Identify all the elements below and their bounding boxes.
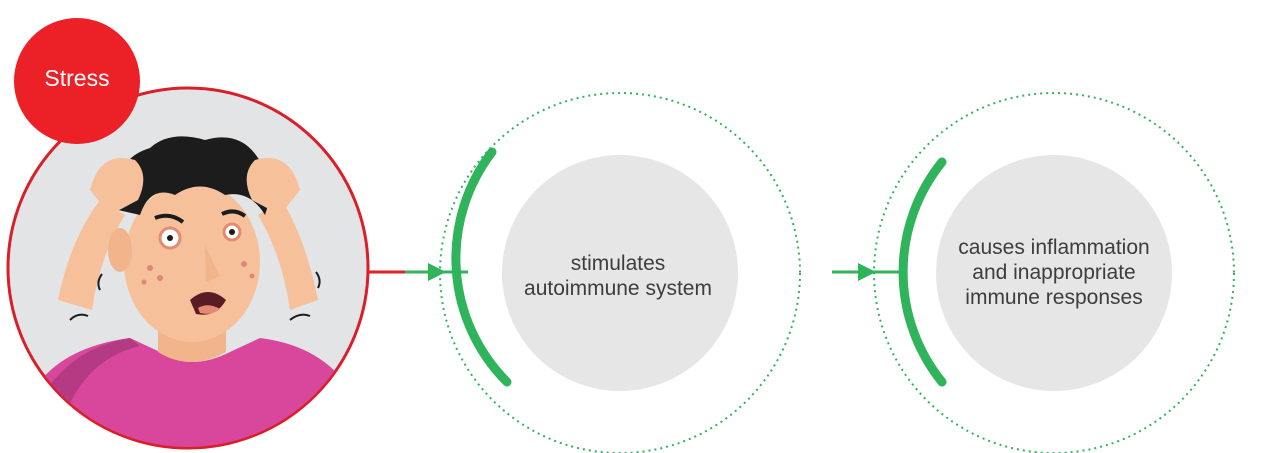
- step-node-2: [873, 92, 1235, 453]
- arrow-right-icon: [428, 263, 446, 281]
- step-1-line-1: stimulates: [570, 252, 666, 275]
- step-2-line-3: immune responses: [965, 286, 1143, 309]
- connector-arrow-2: [832, 263, 900, 281]
- step-node-1: [439, 92, 801, 453]
- stress-label: Stress: [44, 65, 110, 91]
- step-2-line-1: causes inflammation: [958, 236, 1150, 259]
- step-1-label: stimulates autoimmune system: [502, 251, 734, 301]
- step-2-label: causes inflammation and inappropriate im…: [938, 235, 1170, 310]
- step-1-line-2: autoimmune system: [524, 277, 712, 300]
- stress-badge: Stress: [14, 18, 140, 144]
- step-2-line-2: and inappropriate: [972, 261, 1136, 284]
- stressed-man-illustration: [6, 86, 370, 450]
- arrow-right-icon: [858, 263, 876, 281]
